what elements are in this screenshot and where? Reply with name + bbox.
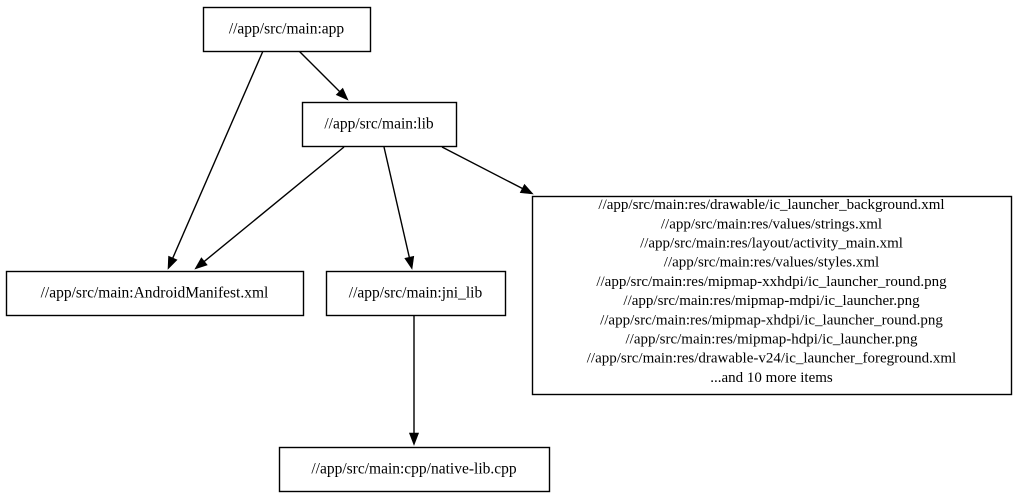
edge-app-to-lib xyxy=(298,50,349,101)
arrow-head-icon xyxy=(404,255,415,270)
graph-node-native_lib[interactable]: //app/src/main:cpp/native-lib.cpp xyxy=(278,446,551,493)
graph-node-app[interactable]: //app/src/main:app xyxy=(202,6,372,53)
graph-node-manifest[interactable]: //app/src/main:AndroidManifest.xml xyxy=(5,270,305,317)
graph-node-jni_lib[interactable]: //app/src/main:jni_lib xyxy=(325,270,507,317)
edge-lib-to-manifest xyxy=(194,146,345,270)
graph-node-resources[interactable]: //app/src/main:res/drawable/ic_launcher_… xyxy=(531,195,1013,396)
node-label-line: //app/src/main:res/drawable/ic_launcher_… xyxy=(598,197,944,213)
edge-line xyxy=(441,146,525,191)
node-box[interactable] xyxy=(325,270,507,317)
edge-app-to-manifest xyxy=(167,50,264,270)
edge-line xyxy=(171,50,264,261)
node-label: //app/src/main:AndroidManifest.xml xyxy=(41,285,269,302)
node-label-line: //app/src/main:res/values/strings.xml xyxy=(661,216,882,232)
node-label-line: ...and 10 more items xyxy=(710,370,833,386)
arrow-head-icon xyxy=(519,183,534,195)
node-label-line: //app/src/main:res/values/styles.xml xyxy=(664,255,879,271)
node-box[interactable] xyxy=(301,101,458,148)
node-label: //app/src/main:lib xyxy=(324,116,434,133)
node-box[interactable] xyxy=(5,270,305,317)
graph-node-lib[interactable]: //app/src/main:lib xyxy=(301,101,458,148)
node-label: //app/src/main:jni_lib xyxy=(349,285,483,302)
node-label-line: //app/src/main:res/mipmap-hdpi/ic_launch… xyxy=(625,332,918,348)
nodes-layer: //app/src/main:app //app/src/main:lib //ap… xyxy=(5,6,1013,493)
node-box[interactable] xyxy=(531,195,1013,396)
node-box[interactable] xyxy=(278,446,551,493)
node-label-line: //app/src/main:res/layout/activity_main.… xyxy=(640,236,903,252)
arrow-head-icon xyxy=(167,255,178,270)
node-label-line: //app/src/main:res/mipmap-xhdpi/ic_launc… xyxy=(600,312,943,328)
edges-layer xyxy=(167,50,534,446)
edge-line xyxy=(383,146,411,260)
node-label-line: //app/src/main:res/mipmap-mdpi/ic_launch… xyxy=(623,293,920,309)
node-label-multiline: //app/src/main:res/drawable/ic_launcher_… xyxy=(587,197,956,386)
arrow-head-icon xyxy=(408,432,420,446)
edge-lib-to-jni xyxy=(383,146,415,270)
arrow-head-icon xyxy=(335,87,349,101)
edge-line xyxy=(202,146,345,264)
node-label: //app/src/main:cpp/native-lib.cpp xyxy=(311,461,517,478)
node-label-line: //app/src/main:res/drawable-v24/ic_launc… xyxy=(587,351,956,367)
node-label-line: //app/src/main:res/mipmap-xxhdpi/ic_laun… xyxy=(596,274,947,290)
edge-line xyxy=(298,50,342,94)
edge-jni-to-native xyxy=(408,316,420,446)
node-box[interactable] xyxy=(202,6,372,53)
edge-lib-to-resources xyxy=(441,146,534,195)
node-label: //app/src/main:app xyxy=(229,21,345,38)
arrow-head-icon xyxy=(194,257,208,270)
